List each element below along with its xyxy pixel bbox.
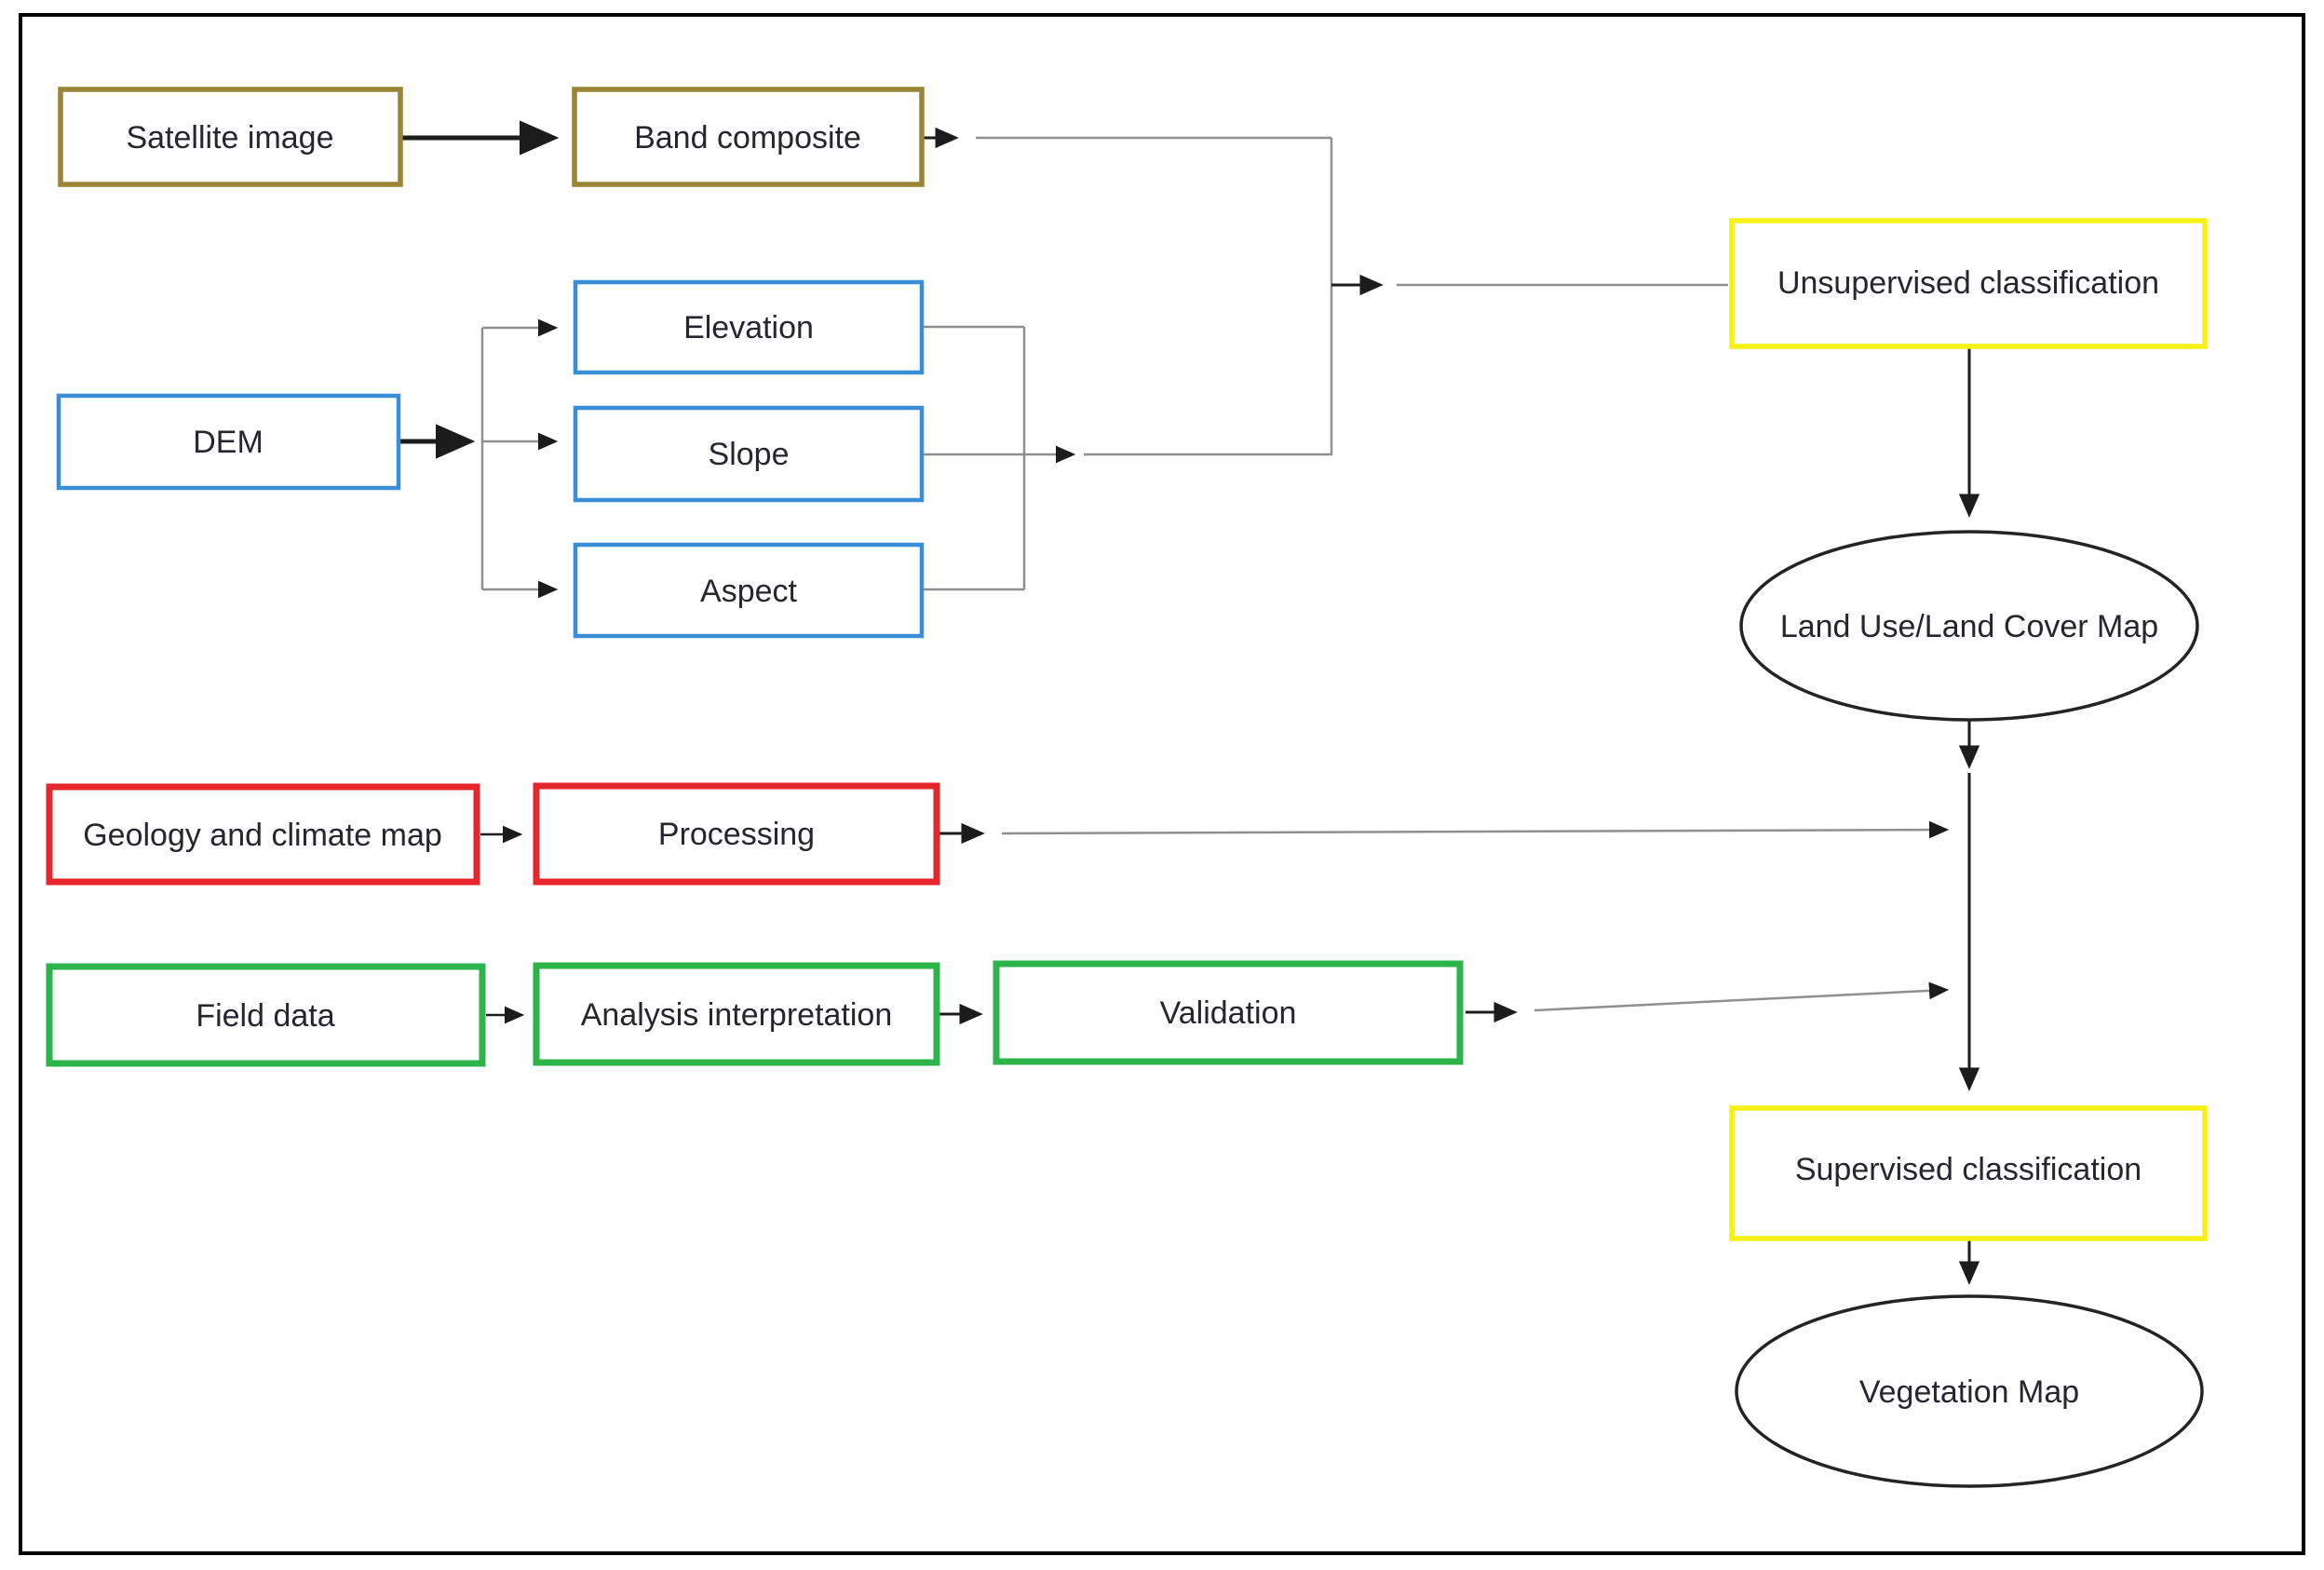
- geology-climate-map-label: Geology and climate map: [83, 818, 442, 853]
- field-data-box: [46, 963, 486, 1067]
- dem-box: [56, 393, 401, 491]
- band-composite-label: Band composite: [634, 120, 861, 156]
- node-slope: Slope: [573, 405, 925, 503]
- node-dem: DEM: [56, 393, 401, 491]
- slope-box: [573, 405, 925, 503]
- node-supervised-classification: Supervised classification: [1729, 1105, 2208, 1241]
- node-validation: Validation: [993, 960, 1464, 1065]
- analysis-interpretation-label: Analysis interpretation: [581, 997, 893, 1033]
- node-aspect: Aspect: [573, 542, 925, 639]
- node-unsupervised-classification: Unsupervised classification: [1729, 218, 2208, 349]
- edge-validation-to-spine-line: [1534, 981, 1950, 1012]
- node-elevation: Elevation: [573, 279, 925, 375]
- node-satellite-image: Satellite image: [58, 87, 403, 187]
- land-use-land-cover-map-label: Land Use/Land Cover Map: [1780, 609, 2158, 644]
- unsupervised-classification-box: [1729, 218, 2208, 349]
- analysis-interpretation-box: [533, 962, 940, 1066]
- node-field-data: Field data: [46, 963, 486, 1067]
- validation-box: [993, 960, 1464, 1065]
- elevation-label: Elevation: [683, 310, 814, 345]
- slope-label: Slope: [709, 437, 790, 472]
- field-data-label: Field data: [196, 998, 334, 1034]
- aspect-box: [573, 542, 925, 639]
- aspect-label: Aspect: [700, 574, 797, 609]
- geology-climate-map-box: [46, 783, 480, 886]
- dem-label: DEM: [193, 425, 263, 460]
- vegetation-map-label: Vegetation Map: [1859, 1374, 2079, 1410]
- node-processing: Processing: [533, 782, 940, 886]
- land-use-land-cover-map-ellipse: [1739, 530, 2199, 722]
- processing-label: Processing: [658, 817, 815, 852]
- nodes-layer: Satellite image Band composite Elevation…: [46, 87, 2208, 1488]
- validation-label: Validation: [1160, 995, 1297, 1031]
- node-analysis-interpretation: Analysis interpretation: [533, 962, 940, 1066]
- edge-processing-to-spine-line: [1001, 820, 1950, 839]
- node-vegetation-map: Vegetation Map: [1735, 1294, 2204, 1488]
- band-composite-box: [572, 87, 925, 187]
- supervised-classification-label: Supervised classification: [1795, 1152, 2142, 1187]
- satellite-image-label: Satellite image: [126, 120, 333, 156]
- supervised-classification-box: [1729, 1105, 2208, 1241]
- vegetation-map-ellipse: [1735, 1294, 2204, 1488]
- processing-box: [533, 782, 940, 886]
- unsupervised-classification-label: Unsupervised classification: [1777, 265, 2159, 301]
- node-band-composite: Band composite: [572, 87, 925, 187]
- elevation-box: [573, 279, 925, 375]
- node-geology-climate-map: Geology and climate map: [46, 783, 480, 886]
- edges-layer: [400, 120, 1980, 1285]
- node-land-use-land-cover-map: Land Use/Land Cover Map: [1739, 530, 2199, 722]
- satellite-image-box: [58, 87, 403, 187]
